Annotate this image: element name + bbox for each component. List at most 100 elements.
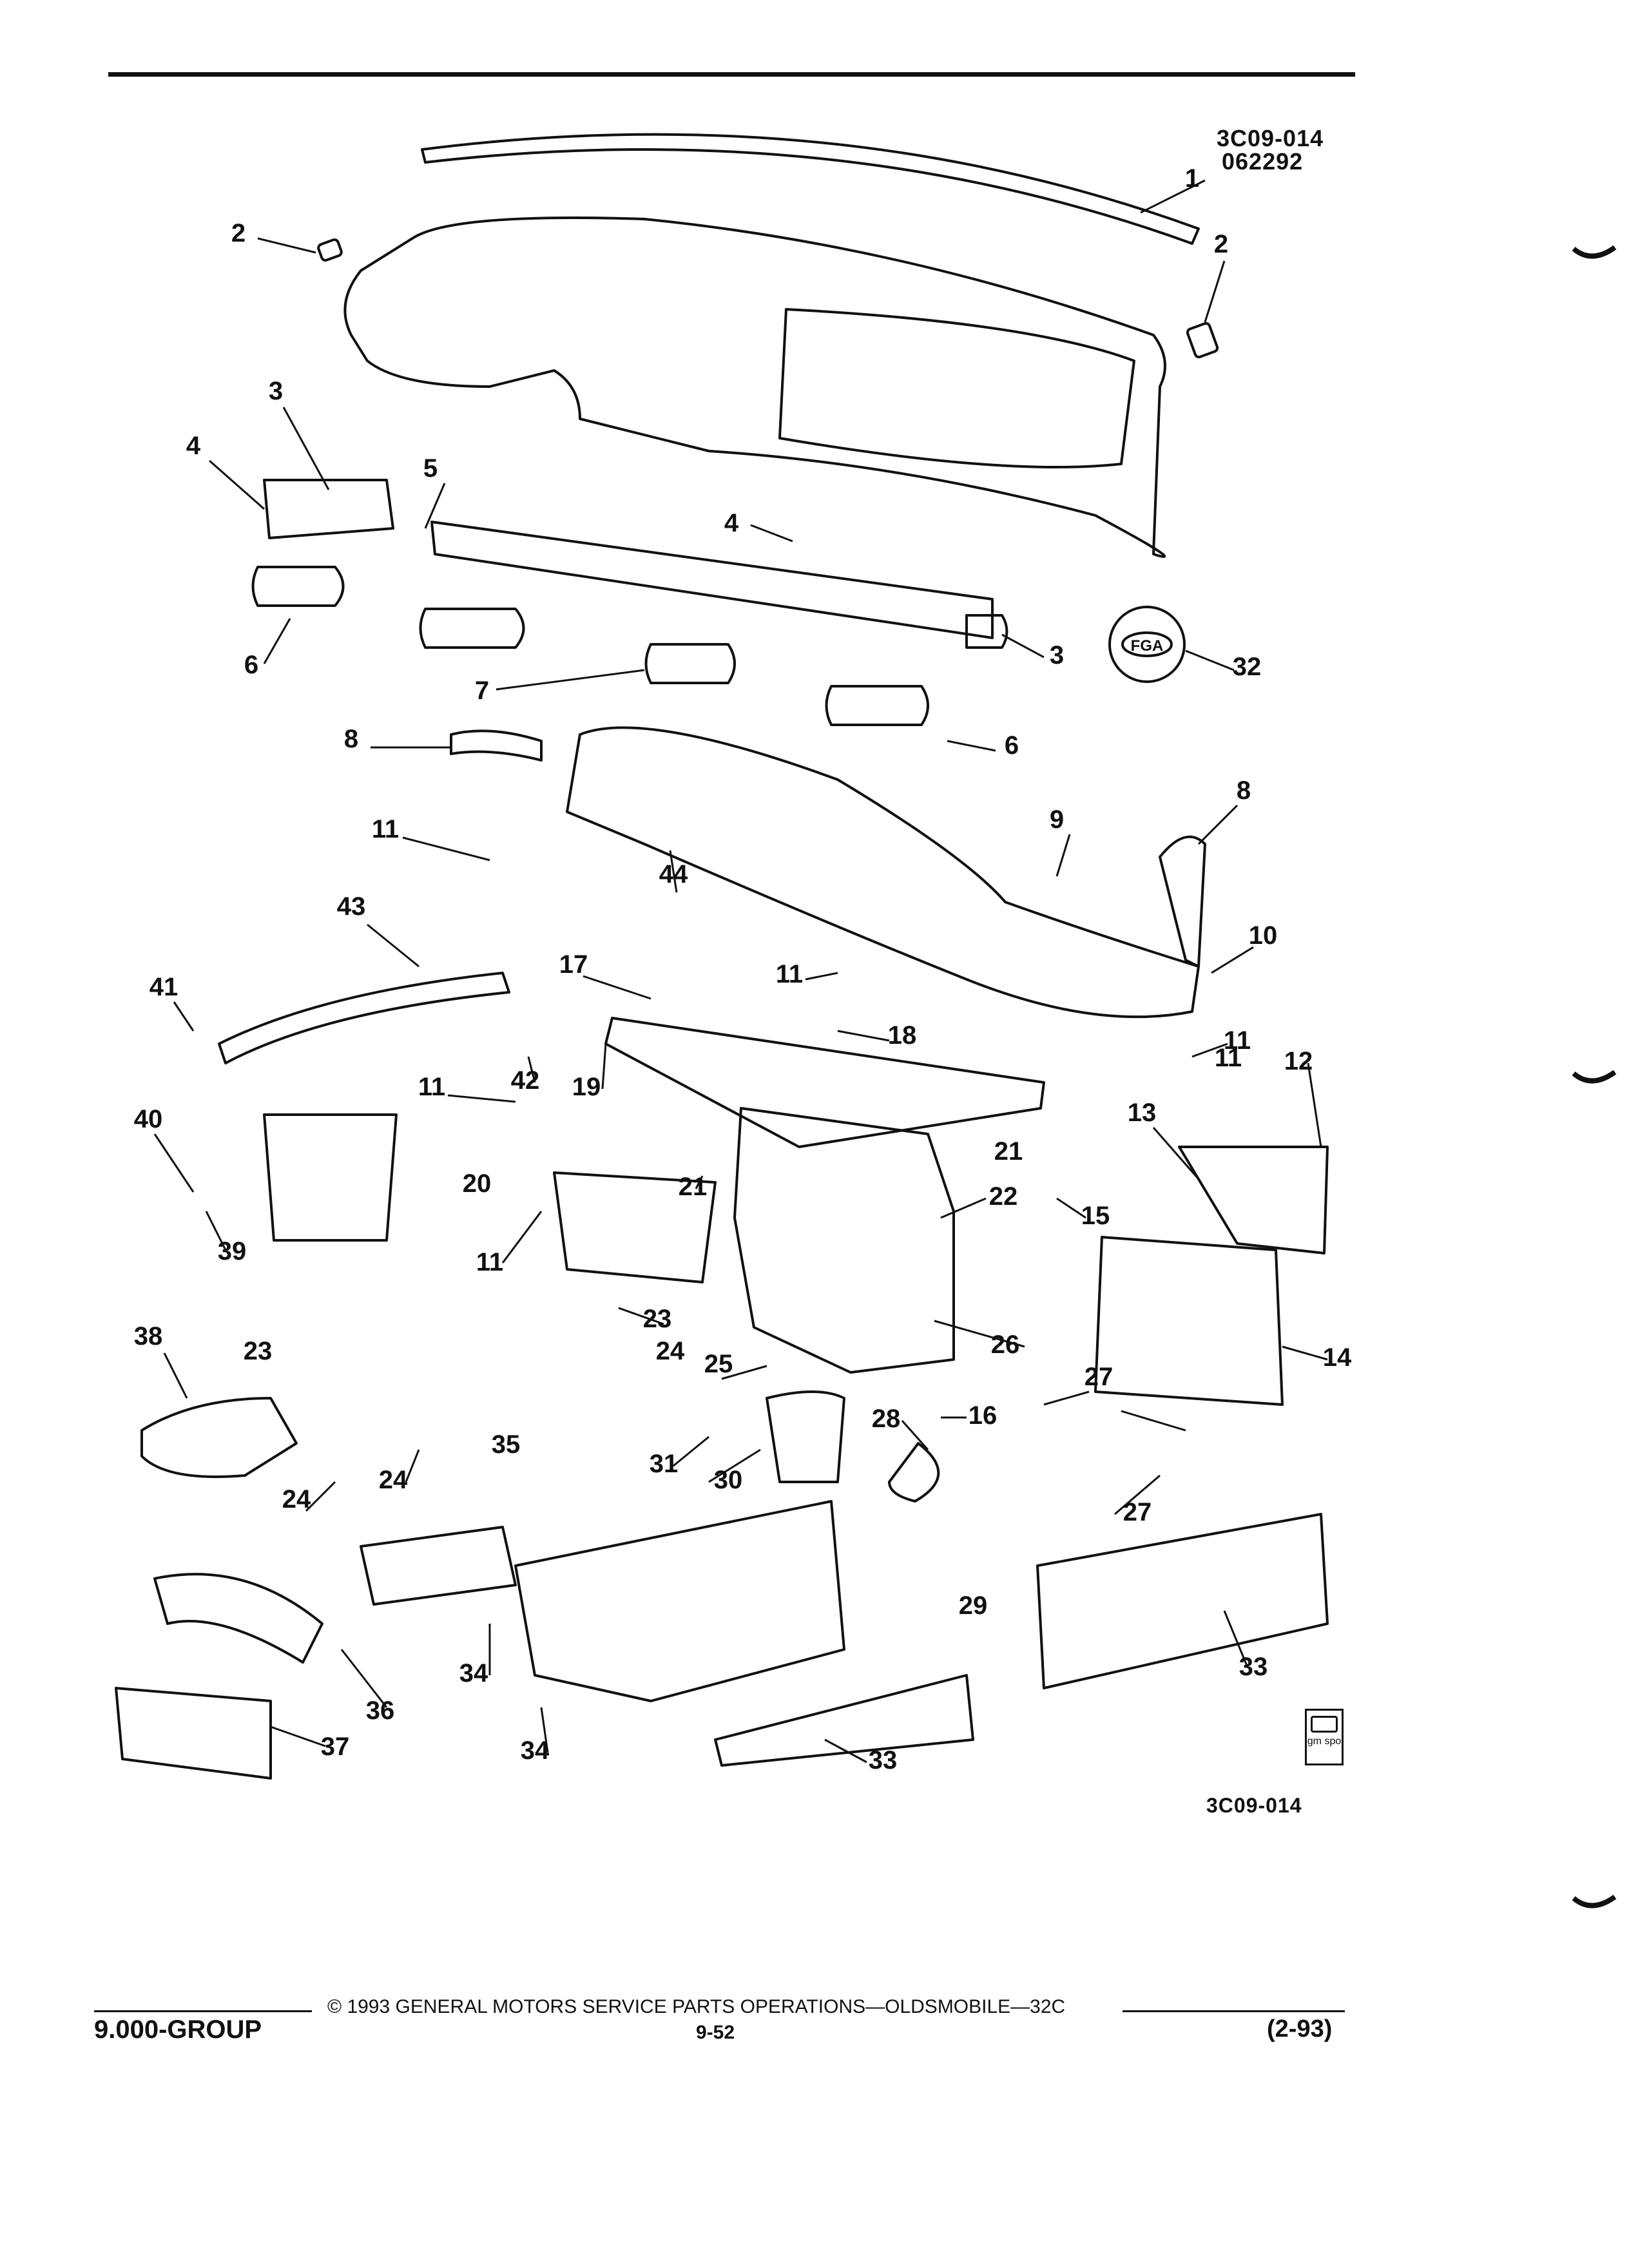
footer-date: (2-93) bbox=[1267, 2015, 1333, 2042]
instrument-cluster-opening bbox=[778, 308, 1135, 468]
leader-line bbox=[305, 1481, 336, 1512]
emblem-disc bbox=[1108, 606, 1186, 683]
callout-33: 33 bbox=[869, 1746, 898, 1774]
air-outlet bbox=[419, 608, 525, 649]
callout-24: 24 bbox=[282, 1485, 311, 1514]
leader-line bbox=[1121, 1410, 1186, 1432]
figure-code-top: 3C09-014 bbox=[1217, 125, 1324, 151]
floor-duct bbox=[1036, 1513, 1329, 1689]
callout-16: 16 bbox=[969, 1401, 998, 1430]
footer-rule-left bbox=[94, 2010, 312, 2012]
leader-line bbox=[934, 1320, 1025, 1348]
side-duct bbox=[153, 1573, 323, 1664]
outlet-bezel bbox=[263, 479, 394, 539]
leader-line bbox=[270, 1725, 326, 1747]
callout-13: 13 bbox=[1128, 1099, 1157, 1127]
leader-line bbox=[601, 1043, 607, 1090]
callout-19: 19 bbox=[572, 1073, 601, 1101]
leader-line bbox=[501, 1211, 543, 1264]
callout-43: 43 bbox=[337, 892, 366, 921]
callout-12: 12 bbox=[1284, 1047, 1313, 1075]
callout-34: 34 bbox=[459, 1659, 488, 1687]
outlet-bezel bbox=[965, 614, 1008, 649]
leader-line bbox=[1223, 1610, 1248, 1666]
callout-18: 18 bbox=[888, 1021, 917, 1050]
defroster-outlet bbox=[115, 1687, 272, 1780]
leader-line bbox=[282, 407, 330, 490]
leader-line bbox=[205, 1211, 227, 1251]
leader-line bbox=[340, 1649, 388, 1708]
air-outlet bbox=[251, 566, 345, 607]
callout-10: 10 bbox=[1249, 921, 1278, 950]
top-rule bbox=[108, 72, 1355, 77]
callout-2: 2 bbox=[231, 219, 246, 247]
gm-spo-icon: gm spo bbox=[1305, 1709, 1344, 1765]
callout-37: 37 bbox=[321, 1733, 350, 1761]
flexible-hose bbox=[1159, 835, 1206, 968]
binder-mark-icon bbox=[1572, 1894, 1617, 1908]
callout-21: 21 bbox=[679, 1173, 708, 1201]
callout-41: 41 bbox=[149, 973, 178, 1001]
leader-line bbox=[1152, 1127, 1200, 1180]
leader-line bbox=[153, 1133, 195, 1193]
leader-line bbox=[1114, 1474, 1161, 1515]
floor-duct bbox=[514, 1500, 845, 1702]
leader-line bbox=[1211, 946, 1254, 974]
core-seal bbox=[1178, 1146, 1329, 1254]
leader-line bbox=[540, 1707, 549, 1753]
leader-line bbox=[695, 1175, 704, 1189]
callout-36: 36 bbox=[366, 1696, 395, 1725]
rear-outlet-bezel bbox=[263, 1113, 398, 1242]
callout-27: 27 bbox=[1084, 1363, 1113, 1391]
callout-11: 11 bbox=[1215, 1044, 1242, 1072]
leader-line bbox=[940, 1197, 987, 1219]
emblem-oval bbox=[1121, 631, 1173, 657]
callout-9: 9 bbox=[1050, 805, 1064, 834]
leader-line bbox=[527, 1056, 536, 1083]
flexible-hose bbox=[450, 729, 543, 762]
callout-3: 3 bbox=[1050, 641, 1064, 669]
leader-line bbox=[1197, 804, 1239, 845]
figure-code-bottom: 3C09-014 bbox=[1206, 1794, 1302, 1817]
callout-32: 32 bbox=[1233, 653, 1262, 681]
callout-7: 7 bbox=[475, 677, 489, 705]
callout-3: 3 bbox=[269, 377, 283, 405]
footer-copyright: © 1993 GENERAL MOTORS SERVICE PARTS OPER… bbox=[327, 1996, 1066, 2017]
callout-5: 5 bbox=[423, 454, 438, 483]
adapter bbox=[888, 1442, 940, 1503]
callout-15: 15 bbox=[1081, 1202, 1110, 1230]
air-outlet bbox=[644, 643, 736, 684]
leader-line bbox=[1140, 179, 1206, 214]
distribution-duct bbox=[566, 726, 1200, 1019]
callout-14: 14 bbox=[1323, 1343, 1352, 1372]
callout-27: 27 bbox=[1123, 1498, 1152, 1526]
footer-group: 9.000-GROUP bbox=[94, 2015, 262, 2044]
center-outlet bbox=[140, 1397, 298, 1478]
leader-line bbox=[901, 1420, 929, 1450]
callout-40: 40 bbox=[134, 1105, 163, 1133]
callout-11: 11 bbox=[1224, 1026, 1251, 1055]
leader-line bbox=[405, 1449, 420, 1483]
leader-line bbox=[163, 1352, 188, 1399]
leader-line bbox=[1043, 1390, 1090, 1406]
callout-39: 39 bbox=[218, 1237, 247, 1265]
leader-line bbox=[721, 1365, 767, 1380]
leader-line bbox=[402, 836, 490, 861]
callout-35: 35 bbox=[492, 1430, 521, 1459]
callout-23: 23 bbox=[643, 1305, 672, 1333]
leader-line bbox=[1055, 834, 1071, 877]
leader-line bbox=[805, 972, 838, 981]
vacuum-hose bbox=[218, 972, 510, 1064]
callout-29: 29 bbox=[959, 1591, 988, 1620]
callout-34: 34 bbox=[521, 1736, 550, 1765]
leader-line bbox=[173, 1001, 195, 1032]
callout-33: 33 bbox=[1239, 1653, 1268, 1681]
leader-line bbox=[1001, 633, 1045, 658]
footer-page-number: 9-52 bbox=[696, 2022, 735, 2043]
callout-4: 4 bbox=[186, 432, 201, 460]
leader-line bbox=[1282, 1345, 1328, 1361]
panel-carrier bbox=[430, 521, 994, 639]
side-window-outlet bbox=[1186, 322, 1219, 359]
air-door bbox=[553, 1171, 717, 1283]
callout-11: 11 bbox=[476, 1248, 503, 1276]
